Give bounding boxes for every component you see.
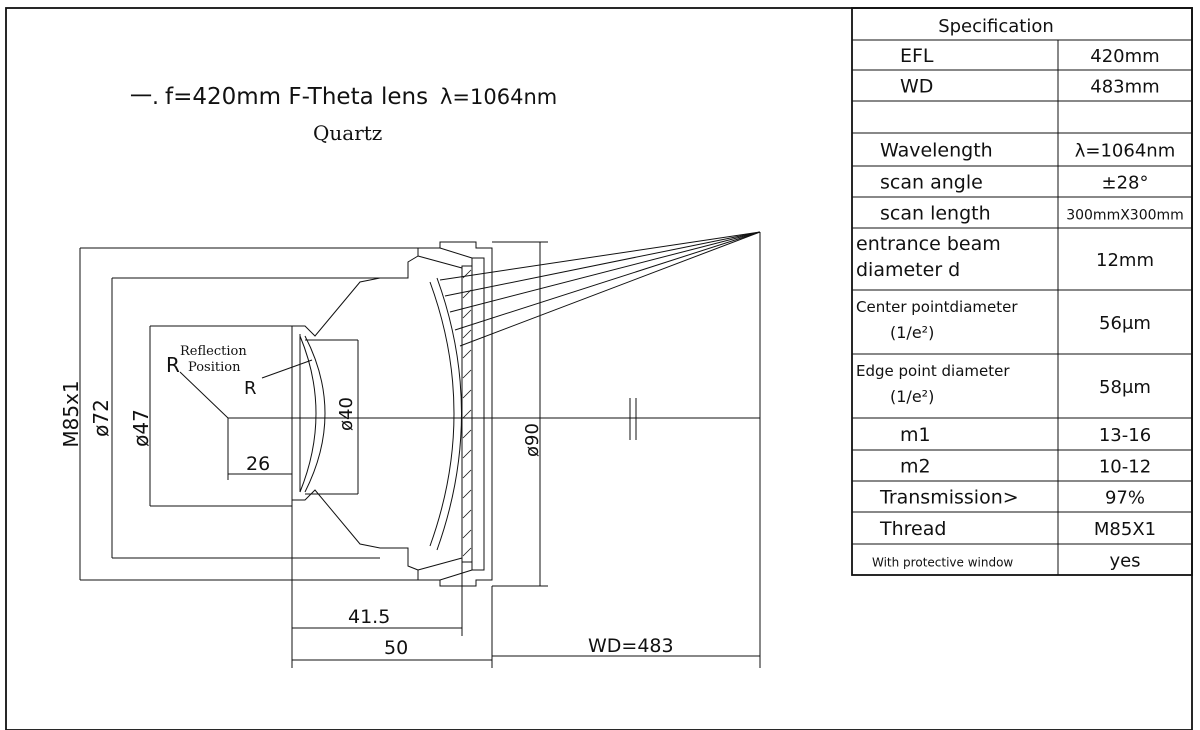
spec-value-12: M85X1 xyxy=(1094,519,1156,540)
spec-label-6: entrance beam xyxy=(856,233,1001,255)
dim-len50: 50 xyxy=(384,637,408,659)
spec-label-13: With protective window xyxy=(872,556,1013,570)
dim-wd: WD=483 xyxy=(588,635,674,657)
spec-label-4: scan angle xyxy=(880,172,983,194)
dim-d47: ø47 xyxy=(129,409,153,447)
spec-label2-6: diameter d xyxy=(856,259,960,281)
spec-label-10: m2 xyxy=(900,456,931,478)
label-position: Position xyxy=(188,360,241,375)
dim-d72: ø72 xyxy=(89,399,113,437)
spec-label-7: Center pointdiameter xyxy=(856,298,1018,316)
scan-rays xyxy=(439,231,761,347)
spec-value-6: 12mm xyxy=(1096,250,1154,271)
spec-label-5: scan length xyxy=(880,203,991,225)
dim-d90: ø90 xyxy=(522,423,543,457)
spec-value-7: 56μm xyxy=(1099,313,1151,334)
dim-len41-5: 41.5 xyxy=(348,606,390,628)
spec-label-0: EFL xyxy=(900,45,934,67)
drawing-border xyxy=(5,7,1193,730)
title-wavelength: λ=1064nm xyxy=(440,85,557,109)
spec-header: Specification xyxy=(938,16,1054,37)
title-material: Quartz xyxy=(313,121,382,145)
spec-value-8: 58μm xyxy=(1099,377,1151,398)
label-r-inner: R xyxy=(244,378,257,399)
dim-thread: M85x1 xyxy=(59,380,83,447)
label-r-left: R xyxy=(166,353,180,377)
title-main: f=420mm F-Theta lens xyxy=(165,84,428,110)
spec-value-13: yes xyxy=(1109,551,1140,572)
spec-value-4: ±28° xyxy=(1102,173,1149,194)
spec-value-0: 420mm xyxy=(1090,46,1159,67)
spec-value-5: 300mmX300mm xyxy=(1066,208,1184,224)
spec-value-1: 483mm xyxy=(1090,77,1159,98)
lens-housing xyxy=(291,241,493,587)
spec-label-8: Edge point diameter xyxy=(856,362,1010,380)
spec-value-10: 10-12 xyxy=(1099,457,1151,478)
spec-label2-8: (1/e²) xyxy=(890,387,934,406)
title-prefix: 一. xyxy=(130,85,159,110)
spec-label-12: Thread xyxy=(879,518,946,540)
spec-label-9: m1 xyxy=(900,424,931,446)
spec-label-11: Transmission> xyxy=(879,487,1019,509)
dim-len26: 26 xyxy=(246,453,270,475)
dim-d40: ø40 xyxy=(336,397,357,431)
spec-label-3: Wavelength xyxy=(880,140,993,162)
spec-label2-7: (1/e²) xyxy=(890,323,934,342)
spec-value-11: 97% xyxy=(1105,488,1145,509)
spec-value-9: 13-16 xyxy=(1099,425,1151,446)
label-reflection: Reflection xyxy=(180,344,247,359)
spec-label-1: WD xyxy=(900,76,933,98)
spec-value-3: λ=1064nm xyxy=(1075,141,1176,162)
